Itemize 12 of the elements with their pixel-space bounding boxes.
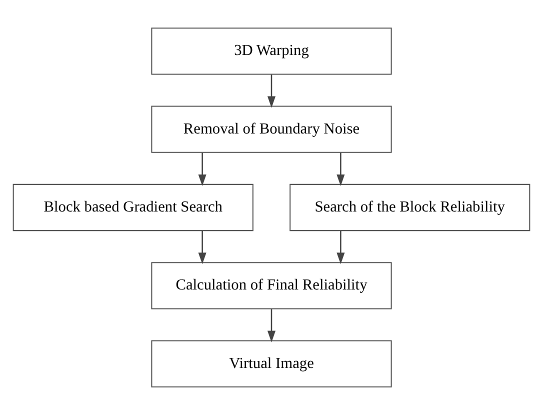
- node-box: Removal of Boundary Noise: [151, 106, 392, 153]
- arrow: [198, 152, 206, 186]
- arrow: [336, 230, 345, 264]
- arrow: [267, 74, 276, 108]
- node-box: Block based Gradient Search: [12, 184, 254, 232]
- arrow: [336, 152, 345, 186]
- node-box: Virtual Image: [151, 340, 392, 388]
- node-box: Search of the Block Reliability: [290, 184, 530, 232]
- node-box: 3D Warping: [151, 28, 392, 75]
- arrow: [198, 230, 206, 264]
- node-box: Calculation of Final Reliability: [151, 262, 392, 310]
- arrow: [267, 309, 276, 342]
